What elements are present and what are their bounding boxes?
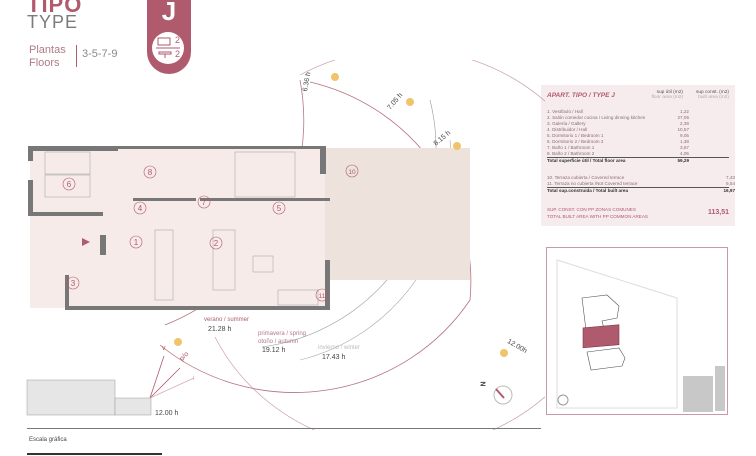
svg-text:3: 3	[71, 279, 76, 288]
table-row: 2. Salón comedor cocina / Living dinning…	[547, 115, 689, 120]
time-1743: 17.43 h	[322, 354, 346, 361]
time-1200: 12.00 h	[155, 410, 179, 417]
plantas: Plantas	[29, 44, 66, 56]
svg-text:11: 11	[319, 293, 326, 300]
bed-icon	[156, 37, 180, 58]
floor-plan: 6 8 4 7 5 1 2 3 10 11	[26, 60, 545, 430]
angle-v: v	[162, 345, 166, 352]
north-icon	[557, 394, 569, 406]
room-6: 6	[62, 177, 76, 191]
col2-sub: built area (m2)	[698, 95, 729, 100]
bathrooms-count: 2	[174, 49, 180, 59]
room-11: 11	[315, 288, 329, 302]
season-winter: invierno / winter	[318, 345, 361, 351]
room-7: 7	[197, 195, 211, 209]
floors-label: Floors	[29, 57, 60, 69]
time-1912: 19.12 h	[262, 347, 286, 354]
common-value: 113,51	[707, 209, 729, 216]
col-floor-area: sup útil (m2)floor area (m2)	[649, 90, 683, 100]
room-4: 4	[133, 201, 147, 215]
divider-line	[27, 428, 541, 429]
svg-text:4: 4	[138, 204, 143, 213]
entrance-arrow	[82, 238, 90, 246]
col1: sup útil (m2)	[656, 90, 683, 95]
type-letter: J	[161, 0, 177, 26]
room-10: 10	[345, 164, 359, 178]
site-plan-drawing	[556, 259, 725, 412]
title-tipo: TIPO	[27, 0, 83, 17]
area-table: APART. TIPO / TYPE J sup útil (m2)floor …	[541, 85, 735, 226]
table-row: 11. Terraza no cubierta /Not Covered ter…	[547, 181, 735, 188]
bedrooms-count: 2	[174, 35, 180, 45]
angle-i: i	[193, 375, 195, 382]
room-1: 1	[129, 235, 143, 249]
col2: sup const. (m2)	[695, 90, 729, 95]
room-8: 8	[143, 165, 157, 179]
season-autumn: otoño / autumn	[258, 339, 299, 345]
svg-text:5: 5	[277, 204, 282, 213]
svg-text:2: 2	[214, 239, 219, 248]
rooms-circle: 2 2	[152, 32, 184, 64]
terrace	[325, 148, 470, 280]
svg-text:1: 1	[134, 238, 139, 247]
site-plan	[546, 247, 728, 415]
common-label-1: SUP. CONST. CON PP ZONAS COMUNES	[547, 207, 636, 212]
room-5: 5	[272, 201, 286, 215]
season-spring: primavera / spring	[258, 331, 307, 337]
divider	[76, 45, 77, 67]
total-floor-row: Total superficie útil / Total floor area…	[547, 158, 689, 163]
room-3: 3	[66, 276, 80, 290]
svg-text:8: 8	[148, 168, 153, 177]
time-2128: 21.28 h	[208, 326, 232, 333]
season-summer: verano / summer	[204, 317, 250, 323]
col1-sub: floor area (m2)	[651, 95, 683, 100]
floors-value: 3-5-7-9	[82, 48, 118, 60]
room-2: 2	[209, 236, 223, 250]
compass-icon	[493, 385, 513, 405]
col-built-area: sup const. (m2)built area (m2)	[691, 90, 729, 100]
sun-icon	[174, 73, 508, 357]
shower-icon	[158, 51, 172, 58]
table-title: APART. TIPO / TYPE J	[547, 92, 615, 99]
north-label: N	[480, 381, 488, 387]
svg-text:6: 6	[67, 180, 72, 189]
svg-text:10: 10	[348, 169, 356, 176]
apartment	[30, 148, 325, 308]
scale-label: Escala gráfica	[29, 437, 67, 443]
svg-text:7: 7	[202, 198, 207, 207]
scale-bar	[27, 453, 162, 455]
type-badge: J 2 2	[147, 0, 191, 74]
common-label-2: TOTAL BUILT AREA WITH PP COMMON AREAS	[547, 214, 648, 219]
title-type: TYPE	[27, 12, 79, 32]
